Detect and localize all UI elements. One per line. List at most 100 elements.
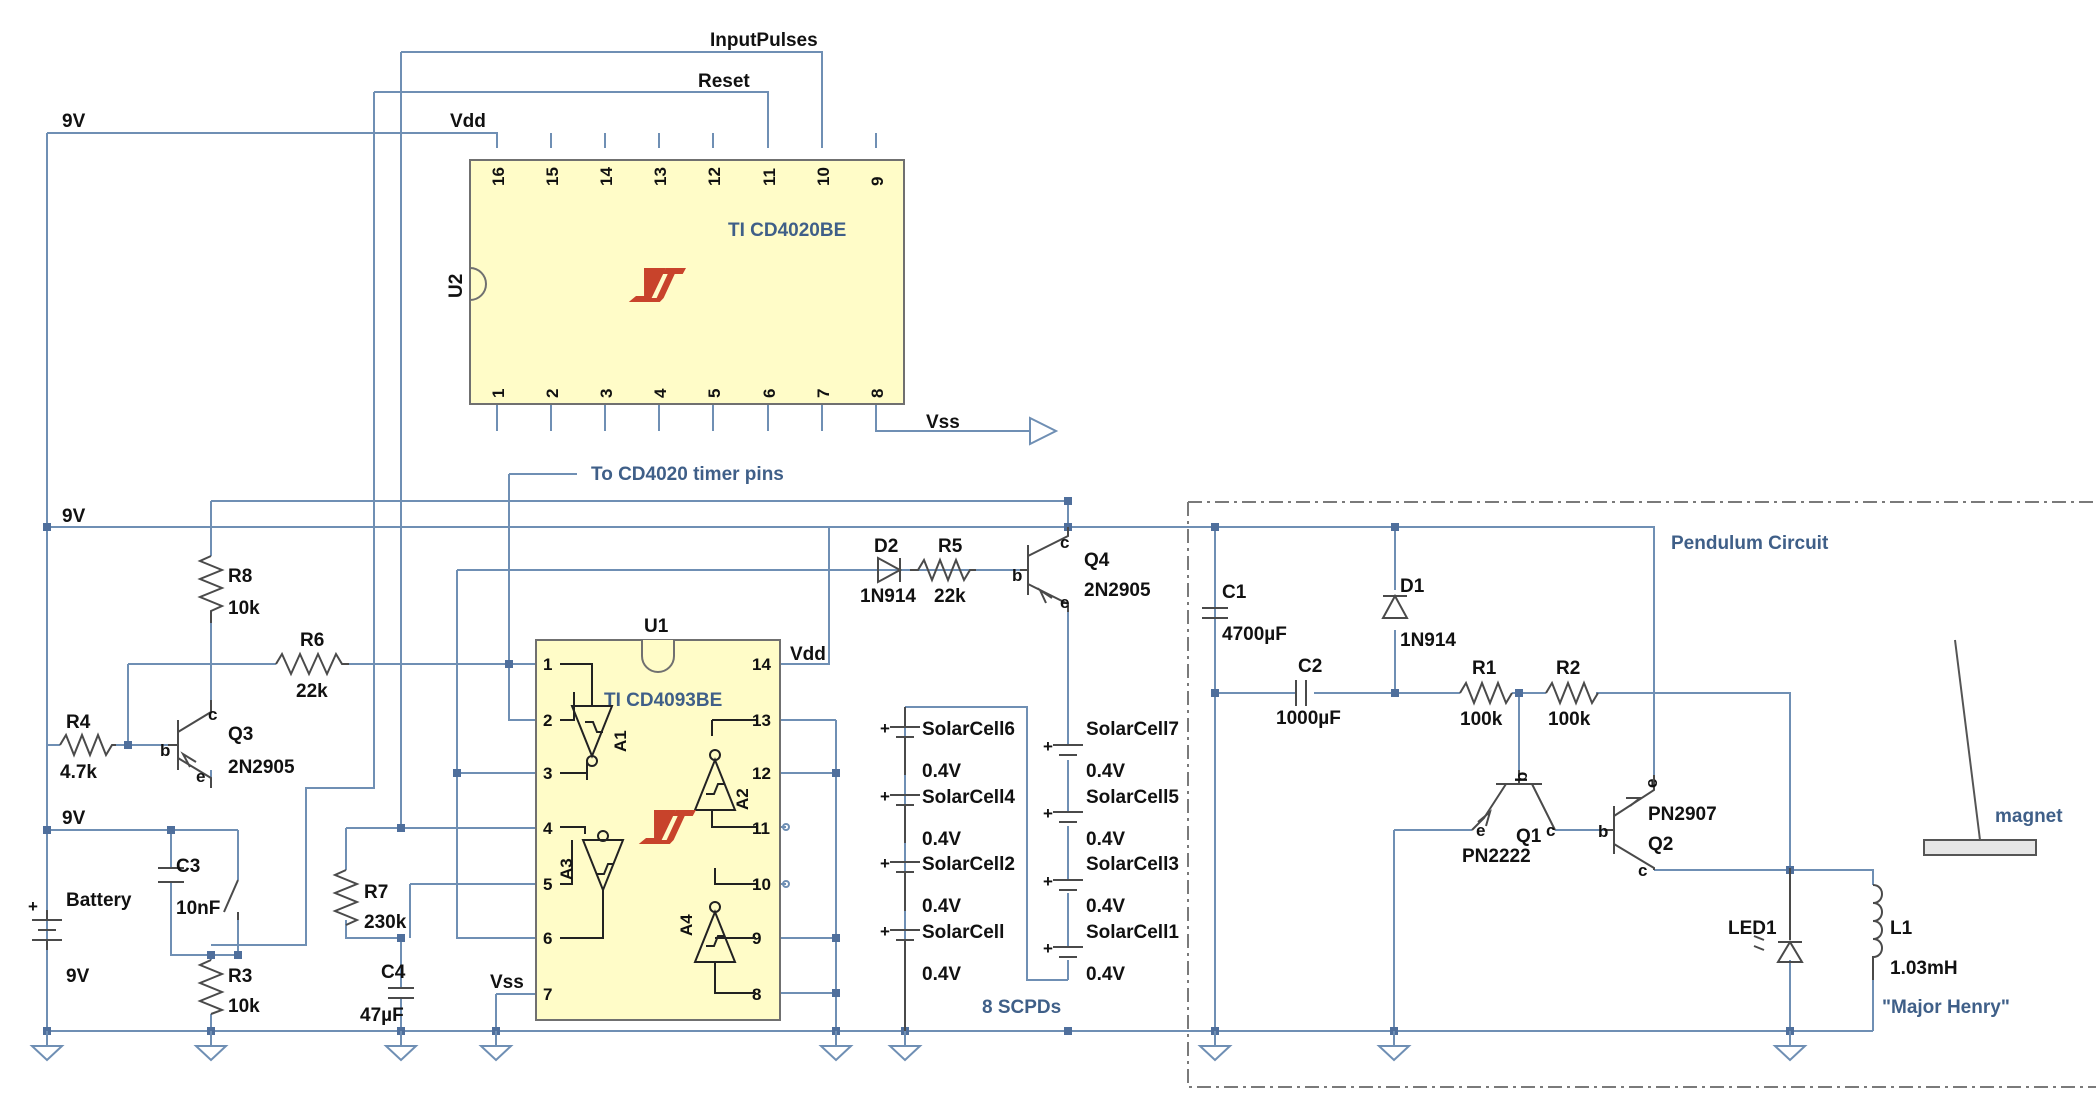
u2-bottom-pin-labels: 1 2 3 4 5 6 7 8 <box>489 388 887 398</box>
solar-cell-1: + SolarCell1 0.4V <box>1043 922 1179 985</box>
u1-pin-7: 7 <box>543 985 552 1004</box>
u1-pin-8: 8 <box>752 985 761 1004</box>
r7-value: 230k <box>364 912 407 933</box>
u2-top-pin-labels: 16 15 14 13 12 11 10 9 <box>489 167 887 186</box>
svg-text:0.4V: 0.4V <box>922 761 961 782</box>
r3-value: 10k <box>228 996 260 1017</box>
svg-text:0.4V: 0.4V <box>1086 896 1125 917</box>
u1-pin-12: 12 <box>752 764 771 783</box>
c3-ref: C3 <box>176 856 200 877</box>
net-vdd-u2: Vdd <box>450 111 486 132</box>
r7-ref: R7 <box>364 882 388 903</box>
net-reset: Reset <box>698 71 750 92</box>
net-vss-u1: Vss <box>490 972 524 993</box>
u1-pin-13: 13 <box>752 711 771 730</box>
gate-a4: A4 <box>677 901 737 963</box>
net-vdd-u1: Vdd <box>790 644 826 665</box>
u2-pin-7: 7 <box>814 389 833 398</box>
vss-arrow-icon <box>1029 416 1059 446</box>
svg-text:0.4V: 0.4V <box>1086 964 1125 985</box>
u1-cd4093: U1 TI CD4093BE 1 2 3 4 5 6 7 14 13 12 11… <box>535 616 790 1021</box>
net-9v-low: 9V <box>62 808 86 829</box>
svg-text:100k: 100k <box>1548 709 1591 730</box>
svg-text:L1: L1 <box>1890 918 1913 939</box>
transistor-q1: b e c Q1 PN2222 <box>1462 770 1556 867</box>
svg-text:SolarCell4: SolarCell4 <box>922 787 1015 808</box>
q4-b: b <box>1012 566 1022 585</box>
svg-text:100k: 100k <box>1460 709 1503 730</box>
lt-logo-icon <box>638 810 696 844</box>
ground-icon <box>193 1031 229 1062</box>
u1-pin-6: 6 <box>543 929 552 948</box>
battery: + Battery 9V <box>28 890 132 987</box>
solar-cell: + SolarCell 0.4V <box>880 922 1004 1031</box>
transistor-q2: b e c PN2907 Q2 <box>1598 775 1717 880</box>
u1-pin-1: 1 <box>543 655 552 674</box>
q4-c: c <box>1060 533 1069 552</box>
svg-text:D1: D1 <box>1400 576 1425 597</box>
ground-icon <box>887 1031 923 1062</box>
svg-text:SolarCell: SolarCell <box>922 922 1004 943</box>
u2-pin-3: 3 <box>597 389 616 398</box>
u2-pin-10: 10 <box>814 167 833 186</box>
u1-ref-label: U1 <box>644 616 669 637</box>
r6-value: 22k <box>296 681 328 702</box>
gate-a1: A1 <box>570 705 630 767</box>
u1-right-pin-labels: 14 13 12 11 10 9 8 <box>752 655 771 1004</box>
q4-e: e <box>1060 593 1069 612</box>
u2-pin-6: 6 <box>760 389 779 398</box>
svg-text:SolarCell7: SolarCell7 <box>1086 719 1179 740</box>
u2-pin-8: 8 <box>868 389 887 398</box>
svg-text:+: + <box>880 787 890 806</box>
resistor-r7: R7 230k <box>332 869 407 933</box>
svg-text:SolarCell2: SolarCell2 <box>922 854 1015 875</box>
svg-text:C1: C1 <box>1222 582 1247 603</box>
svg-text:0.4V: 0.4V <box>1086 761 1125 782</box>
u2-ref-label: U2 <box>446 274 467 298</box>
svg-text:+: + <box>1043 872 1053 891</box>
q4-value: 2N2905 <box>1084 580 1151 601</box>
u1-pin-10: 10 <box>752 875 771 894</box>
r8-value: 10k <box>228 598 260 619</box>
pendulum-label: Pendulum Circuit <box>1671 533 1829 554</box>
net-timer-note: To CD4020 timer pins <box>591 464 784 485</box>
capacitor-c3: C3 10nF <box>158 856 220 919</box>
svg-text:+: + <box>880 922 890 941</box>
c3-value: 10nF <box>176 898 220 919</box>
svg-text:R2: R2 <box>1556 658 1580 679</box>
resistor-r3: R3 10k <box>197 959 260 1017</box>
ground-icon <box>478 1031 514 1062</box>
svg-text:SolarCell3: SolarCell3 <box>1086 854 1179 875</box>
resistor-r8: R8 10k <box>197 555 260 623</box>
svg-text:SolarCell6: SolarCell6 <box>922 719 1015 740</box>
capacitor-c2: C2 1000µF <box>1276 656 1341 729</box>
diode-d1: D1 1N914 <box>1381 576 1456 651</box>
u2-pin-13: 13 <box>651 167 670 186</box>
svg-text:PN2907: PN2907 <box>1648 804 1717 825</box>
svg-text:+: + <box>1043 804 1053 823</box>
net-labels: InputPulses Reset 9V Vdd Vss To CD4020 t… <box>62 30 960 993</box>
r4-ref: R4 <box>66 712 91 733</box>
capacitor-c4: C4 47µF <box>360 962 414 1026</box>
resistor-r1: R1 100k <box>1459 658 1513 730</box>
solar-group-label: 8 SCPDs <box>982 997 1061 1018</box>
svg-text:SolarCell5: SolarCell5 <box>1086 787 1179 808</box>
svg-text:0.4V: 0.4V <box>1086 829 1125 850</box>
r6-ref: R6 <box>300 630 324 651</box>
battery-ref: Battery <box>66 890 132 911</box>
pendulum-circuit: Pendulum Circuit C1 4700µF C2 1000µF D1 … <box>1202 533 2063 1018</box>
q3-b: b <box>160 741 170 760</box>
u1-pin-2: 2 <box>543 711 552 730</box>
ground-icon <box>1376 1031 1412 1062</box>
r5-value: 22k <box>934 586 966 607</box>
u2-cd4020: 16 15 14 13 12 11 10 9 1 2 3 4 5 6 7 8 T… <box>446 159 905 405</box>
ground-icon <box>818 1031 854 1062</box>
svg-text:0.4V: 0.4V <box>922 829 961 850</box>
svg-text:+: + <box>880 854 890 873</box>
u1-pin-11: 11 <box>752 819 770 838</box>
pendulum-circuit-boundary <box>1187 501 2096 1088</box>
net-vss-u2: Vss <box>926 412 960 433</box>
u1-pin-5: 5 <box>543 875 552 894</box>
svg-text:R1: R1 <box>1472 658 1497 679</box>
svg-text:+: + <box>1043 737 1053 756</box>
